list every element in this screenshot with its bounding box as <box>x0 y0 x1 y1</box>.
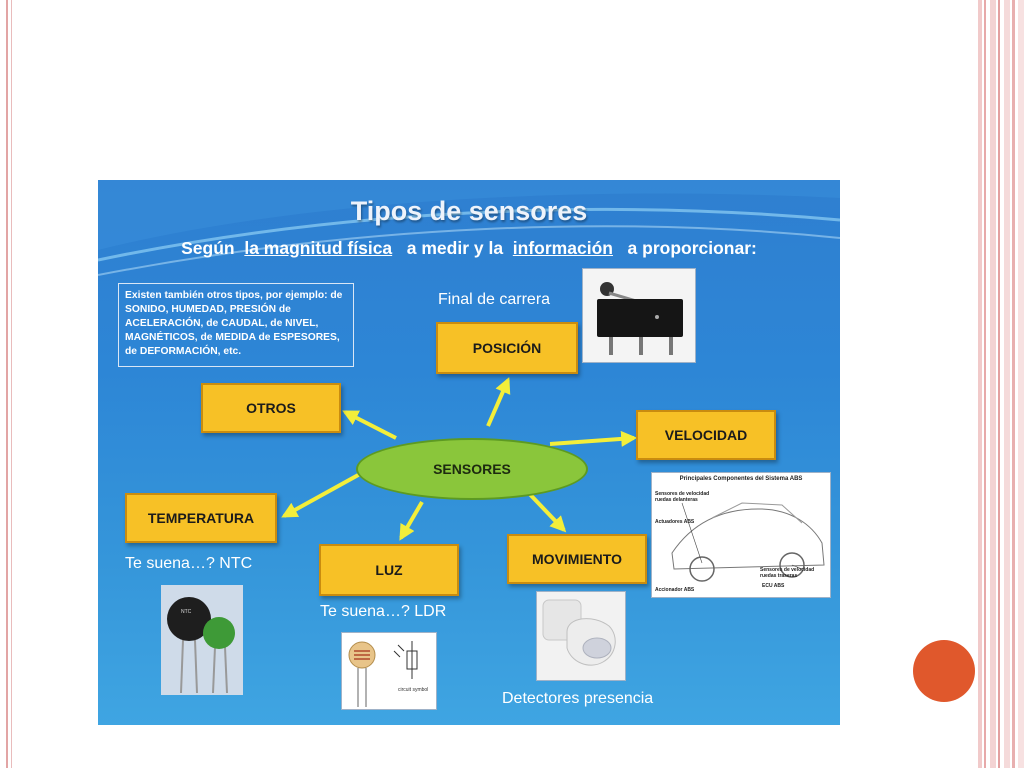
node-posicion: POSICIÓN <box>436 322 578 374</box>
left-frame-border <box>6 0 12 768</box>
background-swoosh <box>98 180 840 276</box>
ntc-thermistor-photo: NTC <box>161 585 243 695</box>
accent-circle <box>913 640 975 702</box>
presence-detector-photo <box>536 591 626 681</box>
node-velocidad: VELOCIDAD <box>636 410 776 460</box>
arrow-to-posicion <box>486 377 511 427</box>
ldr-symbol-label: circuit symbol <box>398 687 429 693</box>
right-frame-stripe <box>1018 0 1024 768</box>
abs-diagram-title: Principales Componentes del Sistema ABS <box>679 476 803 482</box>
abs-label: Sensores de velocidad ruedas delanteras <box>655 491 710 503</box>
abs-label: Sensores de velocidad ruedas traseras <box>760 567 815 579</box>
right-frame-stripe <box>990 0 996 768</box>
slide-subtitle: Según la magnitud física a medir y la in… <box>98 238 840 259</box>
arrow-to-velocidad <box>549 430 638 447</box>
slide-image: Tipos de sensores Según la magnitud físi… <box>98 180 840 725</box>
arrow-to-otros <box>342 410 397 440</box>
right-frame-stripe <box>1012 0 1015 768</box>
subtitle-term: información <box>512 238 613 258</box>
subtitle-part: a proporcionar: <box>627 238 757 258</box>
slide-title: Tipos de sensores <box>350 196 588 226</box>
right-frame-stripe <box>1004 0 1010 768</box>
limit-switch-photo <box>582 268 696 363</box>
abs-diagram-image: Principales Componentes del Sistema ABS … <box>651 472 831 598</box>
subtitle-part: Según <box>181 238 235 258</box>
ldr-photo: circuit symbol <box>341 632 437 710</box>
caption-final-carrera: Final de carrera <box>438 291 551 308</box>
node-luz: LUZ <box>319 544 459 596</box>
abs-label: Actuadores ABS <box>655 519 695 525</box>
subtitle-term: la magnitud física <box>244 238 393 258</box>
right-frame-stripe <box>978 0 982 768</box>
abs-label: Accionador ABS <box>655 587 695 593</box>
node-otros: OTROS <box>201 383 341 433</box>
arrow-to-luz <box>399 500 424 541</box>
other-types-note: Existen también otros tipos, por ejemplo… <box>118 283 354 367</box>
right-frame-stripe <box>984 0 986 768</box>
caption-detectores: Detectores presencia <box>502 690 654 707</box>
caption-ntc: Te suena…? NTC <box>125 555 253 572</box>
abs-label: ECU ABS <box>762 583 785 589</box>
node-movimiento: MOVIMIENTO <box>507 534 647 584</box>
node-temperatura: TEMPERATURA <box>125 493 277 543</box>
ntc-label: NTC <box>181 609 192 615</box>
right-frame-stripe <box>998 0 1000 768</box>
center-node-sensores: SENSORES <box>356 438 588 500</box>
arrow-to-temperatura <box>281 472 361 518</box>
caption-ldr: Te suena…? LDR <box>320 603 447 620</box>
subtitle-part: a medir y la <box>406 238 504 258</box>
